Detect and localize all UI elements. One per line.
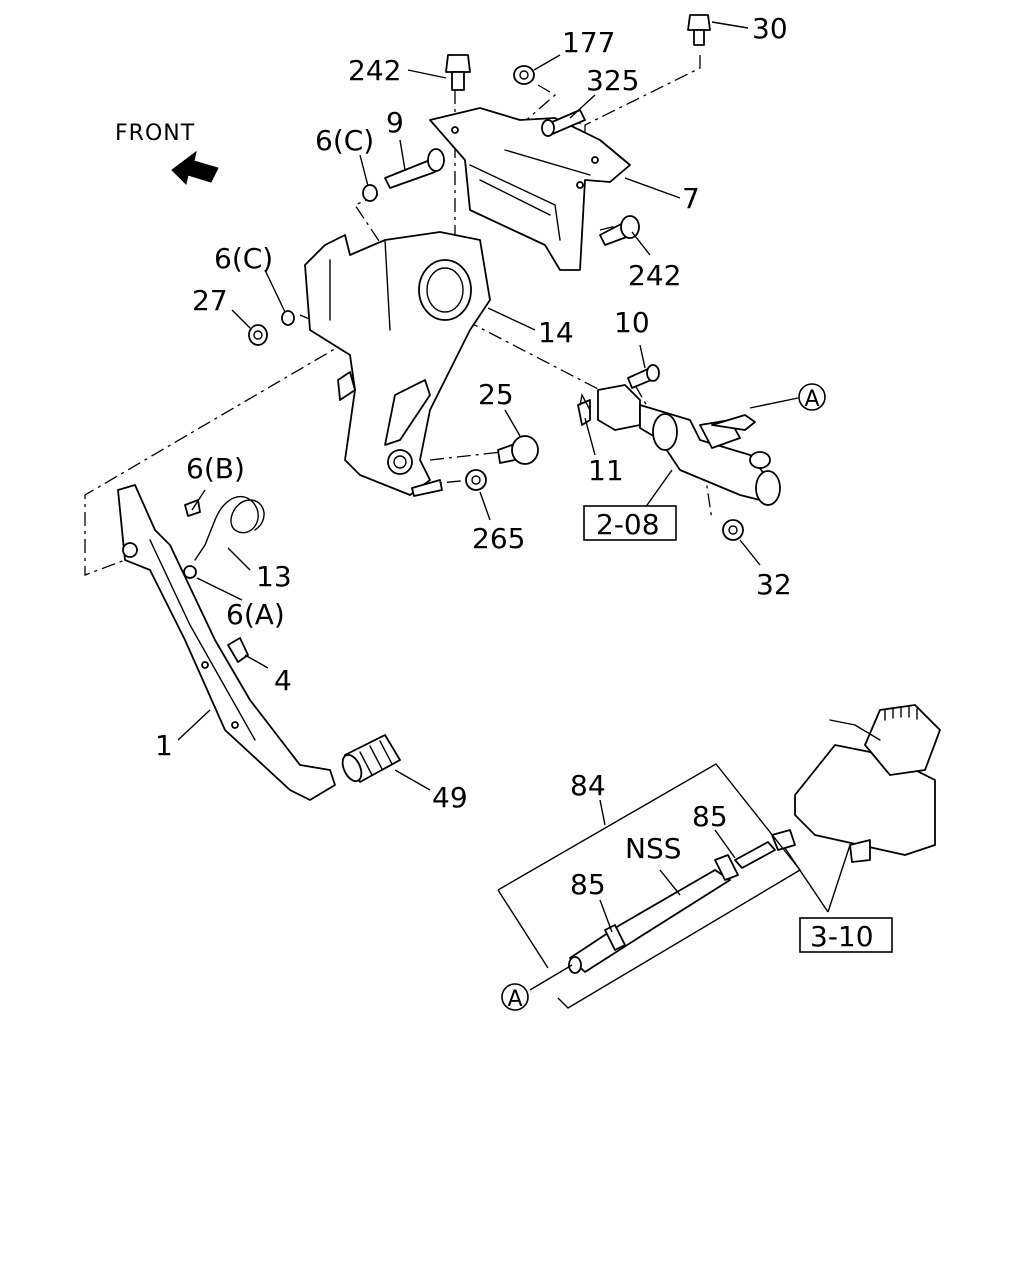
bolt-9-icon [384,148,445,189]
callout-85-left: 85 [570,868,606,901]
nut-27-icon [248,324,268,346]
marker-a-bottom: A [501,983,529,1012]
pedal-arm-part-1 [117,484,336,801]
washer-6c-left-icon [281,310,295,326]
washer-6c-top-icon [362,184,378,202]
ref-box-2-08 [583,505,677,541]
spring-part-13 [184,495,265,561]
reservoir-tank [771,704,941,863]
callout-1: 1 [155,729,173,762]
marker-a-top: A [798,383,826,412]
callout-265: 265 [472,522,525,555]
callout-177: 177 [562,26,615,59]
hose-part-84 [568,841,776,974]
callout-7: 7 [682,182,700,215]
callout-6c-left: 6(C) [214,242,273,275]
bolt-242-right-icon [599,215,640,246]
nut-177-icon [513,65,535,85]
marker-a-top-label: A [804,387,819,412]
callout-242-right: 242 [628,259,681,292]
nut-265-icon [411,469,487,497]
pedal-pad-part-49 [341,734,401,783]
callout-32: 32 [756,568,792,601]
callout-242-top: 242 [348,54,401,87]
callout-9: 9 [386,106,404,139]
callout-25: 25 [478,378,514,411]
callout-85-top: 85 [692,800,728,833]
ref-label-2-08: 2-08 [596,508,660,541]
bolt-10-icon [627,364,660,389]
callout-325: 325 [586,64,639,97]
marker-a-bottom-label: A [507,987,522,1012]
front-label: FRONT [115,121,195,146]
callout-labels: 30 177 242 325 9 6(C) 7 242 6(C) 27 14 1… [155,12,874,953]
clip-4-icon [227,637,249,663]
callout-6c-top: 6(C) [315,124,374,157]
callout-10: 10 [614,306,650,339]
callout-nss: NSS [625,832,682,865]
front-arrow-icon [171,150,219,185]
callout-4: 4 [274,664,292,697]
ref-box-3-10 [799,917,893,953]
hose-kit-outline [497,763,802,1009]
nut-32-icon [722,519,744,541]
callout-14: 14 [538,316,574,349]
front-indicator: FRONT [115,121,219,185]
bolt-30-icon [687,14,711,46]
callout-49: 49 [432,781,468,814]
bracket-part-7 [429,107,631,271]
bushing-25-icon [497,435,539,465]
callout-6b: 6(B) [186,452,245,485]
callout-13: 13 [256,560,292,593]
fasteners [227,14,744,663]
callout-84: 84 [570,769,606,802]
callout-11: 11 [588,454,624,487]
callout-6a: 6(A) [226,598,285,631]
master-cylinder-part-2-08 [577,384,781,506]
pedal-bracket-part-14 [304,231,491,496]
leader-lines [177,21,851,991]
bolt-242-top-icon [445,54,471,91]
bolt-325-icon [541,109,586,137]
ref-label-3-10: 3-10 [810,920,874,953]
callout-27: 27 [192,284,228,317]
callout-30: 30 [752,12,788,45]
pin-11-icon [579,392,591,411]
